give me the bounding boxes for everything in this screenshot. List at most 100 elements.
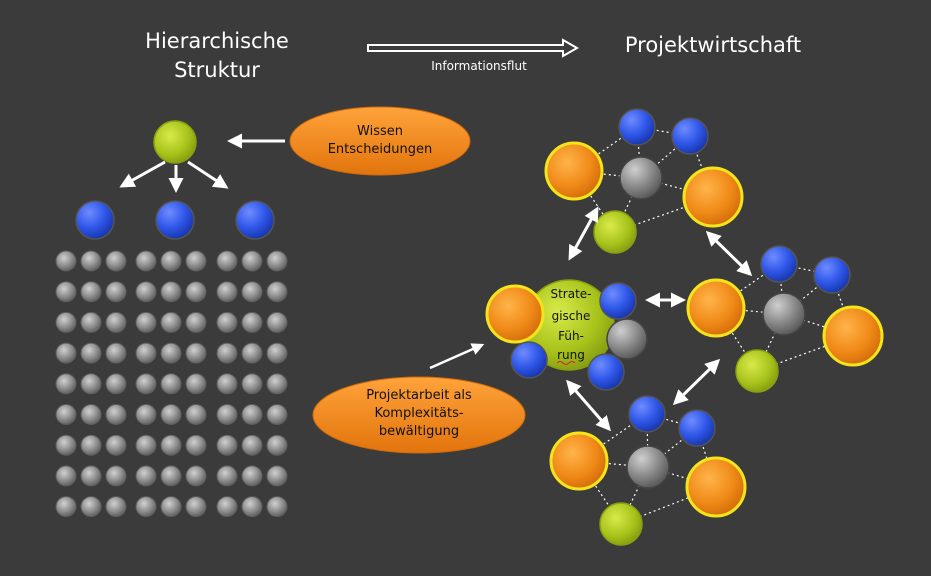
employee-dot — [241, 434, 263, 456]
employee-dot — [105, 250, 127, 272]
center-orange-node — [485, 284, 545, 344]
employee-dot — [80, 281, 102, 303]
center-blue-2 — [510, 341, 548, 379]
information-flow-arrow — [367, 38, 580, 58]
employee-dot — [105, 373, 127, 395]
employee-dot — [266, 373, 288, 395]
employee-dot — [80, 404, 102, 425]
employee-dot — [135, 281, 157, 303]
strategic-label-line1: Strate- — [550, 287, 591, 301]
right-cluster-orange-1 — [686, 278, 746, 338]
employee-dot — [135, 404, 157, 425]
information-flow-label: Informationsflut — [431, 59, 527, 73]
employee-dot — [55, 434, 77, 456]
employee-dot — [55, 342, 77, 364]
employee-dot — [185, 404, 207, 425]
hierarchy-middle-node-1 — [75, 200, 115, 240]
employee-dot — [185, 465, 207, 487]
employee-dot — [55, 404, 77, 425]
employee-dot — [216, 404, 238, 425]
employee-dot — [55, 281, 77, 303]
employee-dot — [55, 465, 77, 487]
employee-dot — [105, 281, 127, 303]
strategic-leadership-cluster: Strate- gische Füh- rung — [485, 279, 648, 391]
employee-dot — [135, 434, 157, 456]
employee-dot — [55, 311, 77, 333]
employee-dot — [55, 496, 77, 518]
center-blue-1 — [599, 282, 637, 320]
employee-dot — [105, 311, 127, 333]
employee-dot — [160, 434, 182, 456]
employee-dot — [241, 311, 263, 333]
spellcheck-underline — [556, 361, 576, 365]
strategic-label-line4: rung — [557, 348, 585, 362]
bottom-cluster-grey — [626, 445, 670, 489]
bubble-bottom-line2: Komplexitäts- — [374, 406, 463, 421]
top-cluster-blue-2 — [671, 117, 709, 155]
employee-dot — [135, 496, 157, 518]
right-cluster-blue-1 — [760, 245, 798, 283]
employee-dot — [105, 434, 127, 456]
link-bottom-right — [672, 358, 721, 406]
employee-dot — [216, 373, 238, 395]
employee-dot — [105, 496, 127, 518]
bubble-bottom-line3: bewältigung — [379, 424, 459, 439]
bottom-cluster-orange-2 — [685, 456, 747, 518]
center-grey-node — [606, 318, 648, 360]
hierarchy-employee-grid — [55, 250, 288, 518]
employee-dot — [185, 311, 207, 333]
employee-dot — [80, 373, 102, 395]
right-cluster-grey — [762, 292, 806, 336]
project-work-bubble: Projektarbeit als Komplexitäts- bewältig… — [312, 376, 526, 454]
employee-dot — [266, 496, 288, 518]
bubble-top-line2: Entscheidungen — [328, 142, 433, 157]
hierarchy-middle-node-2 — [155, 200, 195, 240]
bubble-bottom-line1: Projektarbeit als — [366, 388, 472, 403]
employee-dot — [80, 342, 102, 364]
employee-dot — [266, 465, 288, 487]
top-cluster-grey — [619, 156, 663, 200]
title-project-economy: Projektwirtschaft — [625, 33, 801, 57]
hierarchy-middle-node-3 — [235, 200, 275, 240]
link-top-right — [705, 230, 753, 277]
knowledge-decisions-bubble: Wissen Entscheidungen — [289, 106, 471, 176]
bubble-top-line1: Wissen — [357, 124, 403, 139]
top-cluster-green — [593, 210, 637, 254]
employee-dot — [216, 342, 238, 364]
top-cluster-orange-2 — [682, 166, 744, 228]
employee-dot — [266, 281, 288, 303]
employee-dot — [185, 250, 207, 272]
employee-dot — [105, 465, 127, 487]
employee-dot — [241, 404, 263, 425]
project-network: Strate- gische Füh- rung — [485, 108, 884, 546]
employee-dot — [105, 342, 127, 364]
link-center-bottom — [566, 379, 611, 432]
employee-dot — [185, 496, 207, 518]
bottom-cluster-orange-1 — [549, 431, 609, 491]
hierarchy-arrow-right — [187, 160, 229, 189]
right-cluster-blue-2 — [813, 256, 851, 294]
employee-dot — [216, 465, 238, 487]
project-work-arrow — [429, 343, 485, 370]
employee-dot — [80, 496, 102, 518]
employee-dot — [266, 250, 288, 272]
employee-dot — [160, 496, 182, 518]
employee-dot — [266, 342, 288, 364]
employee-dot — [266, 434, 288, 456]
employee-dot — [160, 373, 182, 395]
employee-dot — [241, 465, 263, 487]
top-cluster-orange-1 — [544, 141, 604, 201]
right-cluster-orange-2 — [822, 305, 884, 367]
hierarchy-top-node — [153, 120, 197, 164]
employee-dot — [216, 311, 238, 333]
employee-dot — [105, 404, 127, 425]
title-hierarchy-line1: Hierarchische — [145, 29, 289, 53]
title-hierarchy-line2: Struktur — [174, 58, 260, 82]
employee-dot — [241, 281, 263, 303]
employee-dot — [185, 373, 207, 395]
employee-dot — [135, 250, 157, 272]
employee-dot — [80, 465, 102, 487]
hierarchy-structure — [55, 120, 288, 518]
employee-dot — [160, 465, 182, 487]
employee-dot — [80, 311, 102, 333]
